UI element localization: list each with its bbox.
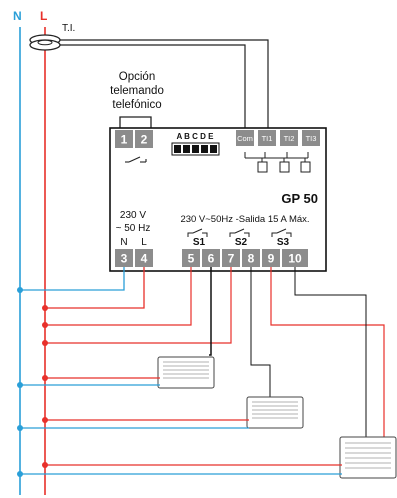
live-junction-s2 [42,340,48,346]
terminal-9: 9 [262,249,280,267]
live-junction-supply [42,305,48,311]
terminal-5: 5 [182,249,200,267]
option-line-2: telemando [110,85,164,97]
model-name: GP 50 [281,191,318,206]
heater-1-feed [209,267,212,356]
ti-detector-network [244,152,311,173]
svg-text:2: 2 [141,133,148,147]
ti-wire-2 [60,44,246,128]
terminal-6: 6 [202,249,220,267]
neutral-label: N [13,9,22,23]
svg-text:5: 5 [188,252,195,266]
supply-frequency: ~ 50 Hz [116,223,151,234]
svg-text:TI1: TI1 [262,134,273,143]
relay-contact-icon-s3 [271,228,292,237]
terminal-3: 3 [115,249,133,267]
svg-text:Com: Com [237,134,253,143]
svg-text:10: 10 [288,252,302,266]
heater-3-feed [294,267,367,437]
svg-text:9: 9 [268,252,275,266]
radiator-heater-icon-1 [157,356,215,389]
svg-text:6: 6 [208,252,215,266]
neutral-junction-h2 [17,425,23,431]
svg-text:4: 4 [141,252,148,266]
supply-live-wire [45,267,145,309]
live-junction-h3 [42,462,48,468]
svg-text:TI2: TI2 [284,134,295,143]
terminal-10: 10 [282,249,308,267]
relay-contact-icon-s2 [229,228,250,237]
live-junction-h2 [42,417,48,423]
output-spec: 230 V~50Hz -Salida 15 A Máx. [180,214,309,225]
svg-text:TI3: TI3 [306,134,317,143]
relay-contact-icon-s1 [187,228,208,237]
terminal-8: 8 [242,249,260,267]
option-bracket [119,116,152,128]
supply-voltage: 230 V [120,210,146,221]
terminal-7: 7 [222,249,240,267]
option-line-3: telefónico [112,99,161,111]
live-label: L [40,9,47,23]
svg-text:7: 7 [228,252,235,266]
terminal-ti3: TI3 [302,130,320,146]
option-line-1: Opción [119,71,155,83]
svg-text:1: 1 [121,133,128,147]
output-s1-label: S1 [193,237,206,248]
output-s2-label: S2 [235,237,248,248]
live-junction-h1 [42,375,48,381]
s2-common-wire [45,267,232,344]
neutral-junction-supply [17,287,23,293]
option-relay-icon [125,156,147,163]
terminal-ti2: TI2 [280,130,298,146]
output-s3-label: S3 [277,237,290,248]
svg-text:3: 3 [121,252,128,266]
terminal-4: 4 [135,249,153,267]
s3-common-wire [270,267,385,449]
live-junction-s1 [42,322,48,328]
s1-common-wire [45,267,192,326]
radiator-heater-icon-2 [246,396,304,429]
dip-switch-labels: A B C D E [176,132,214,141]
supply-n-label: N [120,237,127,248]
current-transformer-icon [29,34,61,51]
radiator-heater-icon-3 [339,436,397,479]
dip-switch-bank [171,142,220,156]
terminal-ti1: TI1 [258,130,276,146]
svg-text:8: 8 [248,252,255,266]
terminal-1: 1 [115,130,133,148]
supply-neutral-wire [20,267,125,291]
heater-2-feed [250,267,271,397]
terminal-com: Com [236,130,254,146]
neutral-junction-h1 [17,382,23,388]
ti-wire-1 [60,39,269,128]
neutral-junction-h3 [17,471,23,477]
terminal-2: 2 [135,130,153,148]
ti-label: T.I. [62,23,75,34]
supply-l-label: L [141,237,147,248]
